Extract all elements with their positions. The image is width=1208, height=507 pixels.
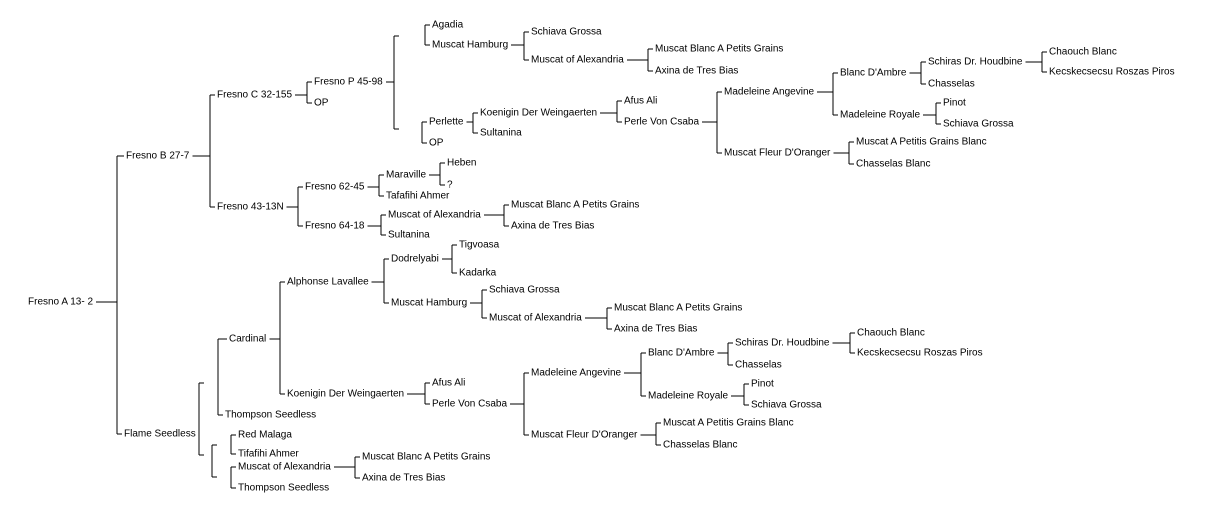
node-madeleine-royale[interactable]: Madeleine Royale (840, 110, 920, 121)
node-axina-de-tres-bias[interactable]: Axina de Tres Bias (655, 66, 738, 77)
node-muscat-of-alexandria[interactable]: Muscat of Alexandria (531, 55, 624, 66)
node-axina-de-tres-bias[interactable]: Axina de Tres Bias (362, 473, 445, 484)
node-axina-de-tres-bias[interactable]: Axina de Tres Bias (511, 221, 594, 232)
node-blanc-d-ambre[interactable]: Blanc D'Ambre (648, 348, 715, 359)
node-muscat-a-petitis-grains-blanc[interactable]: Muscat A Petitis Grains Blanc (856, 137, 987, 148)
node-fresno-64-18[interactable]: Fresno 64-18 (305, 221, 365, 232)
node-muscat-a-petitis-grains-blanc[interactable]: Muscat A Petitis Grains Blanc (663, 418, 794, 429)
node-fresno-43-13n[interactable]: Fresno 43-13N (217, 202, 284, 213)
node-op[interactable]: OP (429, 138, 444, 149)
node-fresno-c-32-155[interactable]: Fresno C 32-155 (217, 90, 292, 101)
node-cardinal[interactable]: Cardinal (229, 334, 266, 345)
node-fresno-a-13-2[interactable]: Fresno A 13- 2 (28, 297, 93, 308)
node-fresno-p-45-98[interactable]: Fresno P 45-98 (314, 77, 383, 88)
node-tifafihi-ahmer[interactable]: Tifafihi Ahmer (238, 449, 299, 460)
node-perle-von-csaba[interactable]: Perle Von Csaba (624, 117, 699, 128)
node-chasselas-blanc[interactable]: Chasselas Blanc (663, 440, 737, 451)
node-muscat-blanc-a-petits-grains[interactable]: Muscat Blanc A Petits Grains (511, 200, 639, 211)
node-madeleine-angevine[interactable]: Madeleine Angevine (724, 87, 815, 98)
node-chasselas[interactable]: Chasselas (928, 79, 975, 90)
node-schiava-grossa[interactable]: Schiava Grossa (943, 119, 1014, 130)
node-alphonse-lavallee[interactable]: Alphonse Lavallee (287, 277, 369, 288)
node-tigvoasa[interactable]: Tigvoasa (459, 240, 500, 251)
node-koenigin-der-weingaerten[interactable]: Koenigin Der Weingaerten (480, 108, 597, 119)
node-afus-ali[interactable]: Afus Ali (432, 378, 465, 389)
node-schiava-grossa[interactable]: Schiava Grossa (489, 285, 560, 296)
node-chasselas-blanc[interactable]: Chasselas Blanc (856, 159, 930, 170)
node-afus-ali[interactable]: Afus Ali (624, 96, 657, 107)
node-kadarka[interactable]: Kadarka (459, 268, 497, 279)
node-op[interactable]: OP (314, 98, 329, 109)
node-muscat-blanc-a-petits-grains[interactable]: Muscat Blanc A Petits Grains (655, 44, 783, 55)
node-dodrelyabi[interactable]: Dodrelyabi (391, 254, 439, 265)
node-madeleine-angevine[interactable]: Madeleine Angevine (531, 368, 622, 379)
node-koenigin-der-weingaerten[interactable]: Koenigin Der Weingaerten (287, 389, 404, 400)
node-kecskecsecsu-roszas-piros[interactable]: Kecskecsecsu Roszas Piros (1049, 67, 1175, 78)
node-schiava-grossa[interactable]: Schiava Grossa (531, 27, 602, 38)
node-pinot[interactable]: Pinot (751, 379, 774, 390)
node-perlette[interactable]: Perlette (429, 117, 464, 128)
node-chaouch-blanc[interactable]: Chaouch Blanc (1049, 47, 1117, 58)
node-chasselas[interactable]: Chasselas (735, 360, 782, 371)
node-flame-seedless[interactable]: Flame Seedless (124, 429, 196, 440)
node-muscat-blanc-a-petits-grains[interactable]: Muscat Blanc A Petits Grains (362, 452, 490, 463)
node-perle-von-csaba[interactable]: Perle Von Csaba (432, 399, 507, 410)
node-muscat-hamburg[interactable]: Muscat Hamburg (432, 40, 508, 51)
node-muscat-fleur-d-oranger[interactable]: Muscat Fleur D'Oranger (531, 430, 638, 441)
node-axina-de-tres-bias[interactable]: Axina de Tres Bias (614, 324, 697, 335)
node-[interactable]: ? (447, 180, 453, 191)
node-pinot[interactable]: Pinot (943, 98, 966, 109)
node-muscat-blanc-a-petits-grains[interactable]: Muscat Blanc A Petits Grains (614, 303, 742, 314)
node-muscat-fleur-d-oranger[interactable]: Muscat Fleur D'Oranger (724, 148, 831, 159)
node-thompson-seedless[interactable]: Thompson Seedless (238, 483, 329, 494)
node-tafafihi-ahmer[interactable]: Tafafihi Ahmer (386, 191, 450, 202)
node-thompson-seedless[interactable]: Thompson Seedless (225, 410, 316, 421)
node-madeleine-royale[interactable]: Madeleine Royale (648, 391, 728, 402)
node-muscat-of-alexandria[interactable]: Muscat of Alexandria (238, 462, 331, 473)
node-red-malaga[interactable]: Red Malaga (238, 430, 292, 441)
node-muscat-hamburg[interactable]: Muscat Hamburg (391, 298, 467, 309)
node-kecskecsecsu-roszas-piros[interactable]: Kecskecsecsu Roszas Piros (857, 348, 983, 359)
node-heben[interactable]: Heben (447, 158, 476, 169)
node-fresno-62-45[interactable]: Fresno 62-45 (305, 182, 365, 193)
node-agadia[interactable]: Agadia (432, 20, 464, 31)
node-muscat-of-alexandria[interactable]: Muscat of Alexandria (388, 210, 481, 221)
node-blanc-d-ambre[interactable]: Blanc D'Ambre (840, 68, 907, 79)
node-schiras-dr-houdbine[interactable]: Schiras Dr. Houdbine (735, 338, 830, 349)
node-schiava-grossa[interactable]: Schiava Grossa (751, 400, 822, 411)
node-maraville[interactable]: Maraville (386, 170, 426, 181)
node-chaouch-blanc[interactable]: Chaouch Blanc (857, 328, 925, 339)
node-sultanina[interactable]: Sultanina (480, 128, 522, 139)
node-muscat-of-alexandria[interactable]: Muscat of Alexandria (489, 313, 582, 324)
node-sultanina[interactable]: Sultanina (388, 230, 430, 241)
node-fresno-b-27-7[interactable]: Fresno B 27-7 (126, 151, 190, 162)
node-schiras-dr-houdbine[interactable]: Schiras Dr. Houdbine (928, 57, 1023, 68)
